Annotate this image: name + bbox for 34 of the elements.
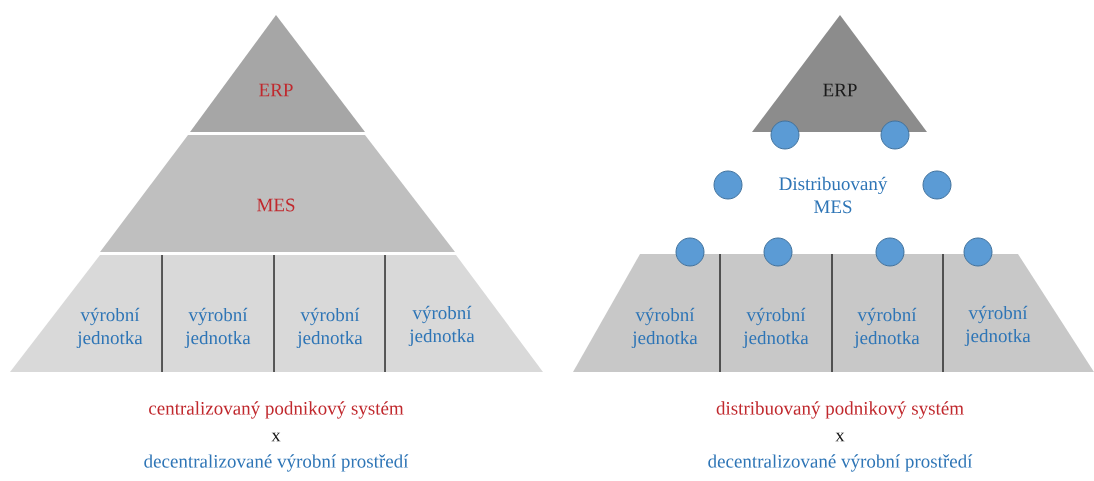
node-circle (963, 237, 993, 267)
pyramid-top: ERP (752, 15, 927, 132)
node-circle (763, 237, 793, 267)
unit-cell: výrobní jednotka (274, 255, 385, 372)
mes-label: Distribuovaný MES (779, 176, 888, 214)
node-label: výrobní jednotka (853, 307, 920, 349)
caption-text: centralizovaný podnikový systém (149, 401, 404, 419)
node-circle (675, 237, 705, 267)
unit-cell: výrobní jednotka (943, 254, 1094, 372)
node-circle (922, 170, 952, 200)
unit-cell: výrobní jednotka (832, 254, 943, 372)
pyramid-band: MES (100, 135, 455, 252)
unit-cell: výrobní jednotka (162, 255, 274, 372)
node-label: výrobní jednotka (742, 307, 809, 349)
caption-text: decentralizované výrobní prostředí (144, 454, 409, 472)
node-label: výrobní jednotka (76, 307, 143, 349)
unit-cell: výrobní jednotka (385, 255, 543, 372)
unit-cell: výrobní jednotka (10, 255, 162, 372)
caption-text: decentralizované výrobní prostředí (708, 454, 973, 472)
unit-cell: výrobní jednotka (720, 254, 832, 372)
operator-symbol: x (835, 432, 845, 442)
pyramid-top: ERP (190, 15, 365, 132)
operator-symbol: x (271, 432, 281, 442)
node-circle (880, 120, 910, 150)
node-label: výrobní jednotka (631, 307, 698, 349)
node-label: výrobní jednotka (408, 305, 475, 347)
node-label: výrobní jednotka (296, 307, 363, 349)
node-label: výrobní jednotka (964, 305, 1031, 347)
node-circle (875, 237, 905, 267)
node-circle (713, 170, 743, 200)
unit-cell: výrobní jednotka (573, 254, 720, 372)
node-circle (770, 120, 800, 150)
caption-text: distribuovaný podnikový systém (716, 401, 964, 419)
node-label: výrobní jednotka (184, 307, 251, 349)
